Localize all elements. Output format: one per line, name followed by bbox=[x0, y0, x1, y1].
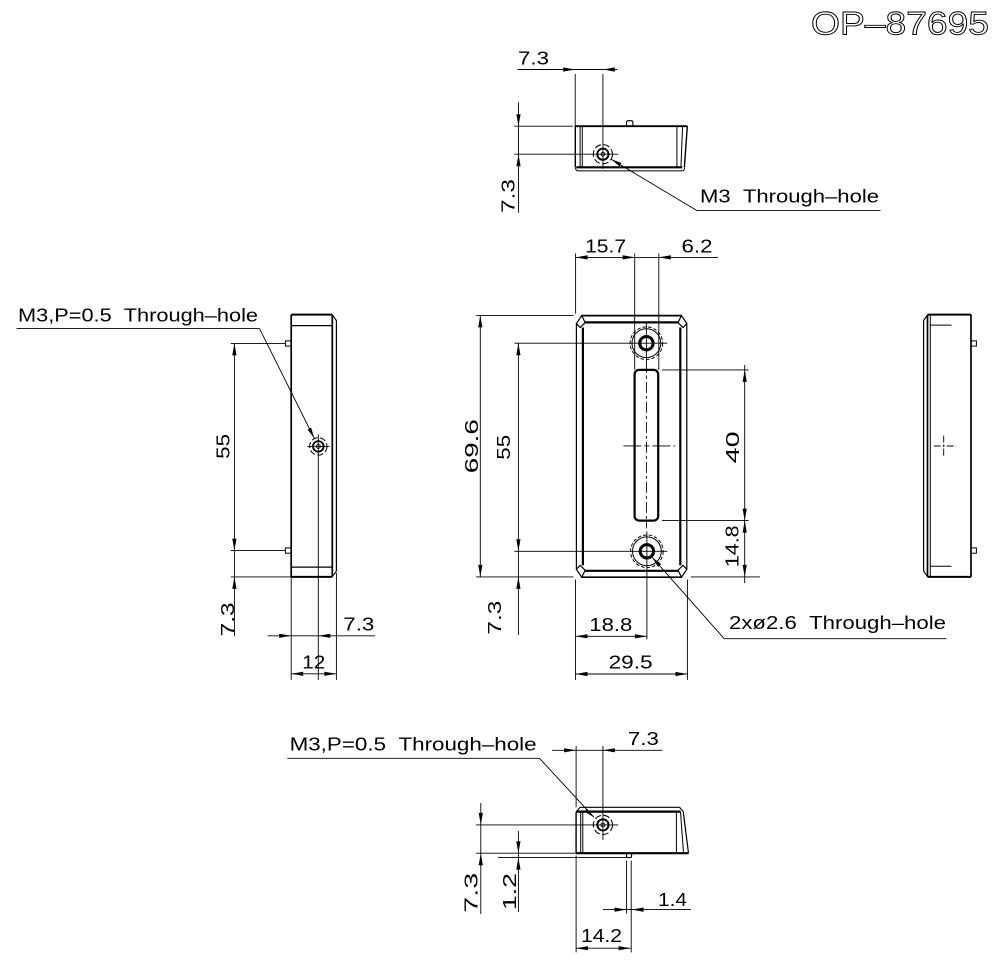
svg-text:29.5: 29.5 bbox=[609, 653, 653, 673]
svg-text:M3,P=0.5 Through–hole: M3,P=0.5 Through–hole bbox=[290, 734, 537, 754]
svg-text:7.3: 7.3 bbox=[499, 179, 519, 213]
svg-text:1.4: 1.4 bbox=[658, 890, 687, 910]
svg-text:7.3: 7.3 bbox=[343, 614, 374, 634]
svg-text:6.2: 6.2 bbox=[682, 236, 713, 256]
svg-text:14.8: 14.8 bbox=[723, 525, 743, 567]
svg-text:M3,P=0.5 Through–hole: M3,P=0.5 Through–hole bbox=[18, 306, 258, 326]
svg-text:55: 55 bbox=[214, 434, 234, 459]
svg-text:69.6: 69.6 bbox=[462, 419, 482, 473]
svg-text:18.8: 18.8 bbox=[589, 615, 632, 635]
svg-text:OP–87695: OP–87695 bbox=[811, 6, 989, 42]
svg-text:55: 55 bbox=[494, 435, 514, 460]
svg-text:2xø2.6 Through–hole: 2xø2.6 Through–hole bbox=[729, 613, 946, 633]
svg-text:7.3: 7.3 bbox=[485, 601, 505, 635]
svg-text:15.7: 15.7 bbox=[585, 236, 626, 256]
svg-text:7.3: 7.3 bbox=[628, 729, 659, 749]
svg-text:7.3: 7.3 bbox=[218, 602, 238, 636]
svg-text:M3 Through–hole: M3 Through–hole bbox=[700, 187, 879, 207]
svg-text:14.2: 14.2 bbox=[581, 926, 622, 946]
svg-text:7.3: 7.3 bbox=[462, 873, 482, 913]
svg-text:12: 12 bbox=[302, 652, 325, 672]
svg-text:7.3: 7.3 bbox=[518, 49, 549, 69]
svg-text:40: 40 bbox=[723, 431, 743, 463]
svg-text:1.2: 1.2 bbox=[500, 873, 520, 910]
